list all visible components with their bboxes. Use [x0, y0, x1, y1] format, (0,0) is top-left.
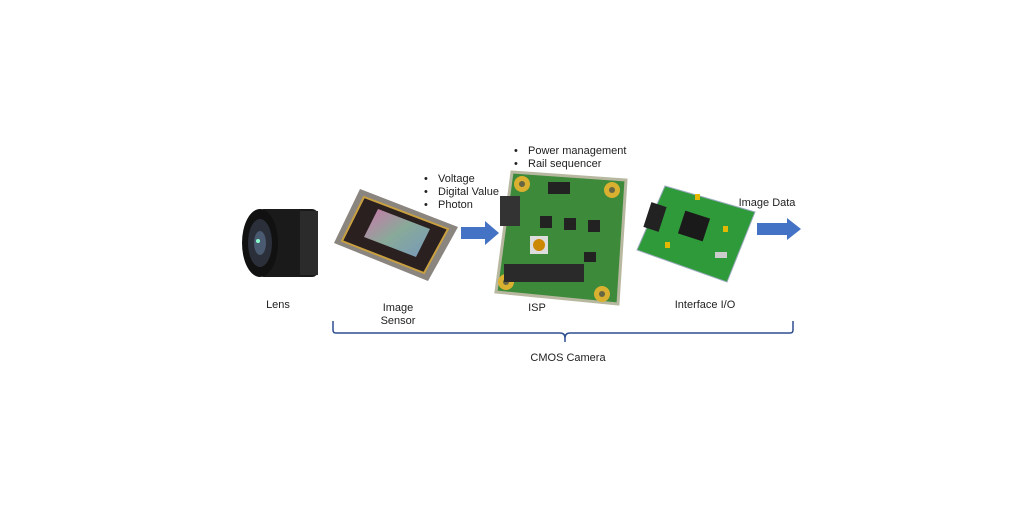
- isp-board-image: [494, 170, 628, 306]
- isp-feature-item: Rail sequencer: [514, 158, 626, 171]
- isp-feature-item: Power management: [514, 145, 626, 158]
- interface-board-image: [636, 185, 756, 283]
- image-sensor-label-line2: Sensor: [380, 315, 416, 327]
- sensor-output-item: Voltage: [424, 173, 499, 186]
- sensor-output-item: Photon: [424, 199, 499, 212]
- isp-label: ISP: [528, 302, 546, 314]
- arrow-right-icon: [757, 218, 801, 240]
- image-sensor-image: [334, 189, 458, 281]
- image-sensor-label-line1: Image: [382, 302, 414, 314]
- lens-image: [242, 209, 318, 277]
- image-data-label: Image Data: [738, 197, 796, 209]
- cmos-camera-label: CMOS Camera: [530, 352, 606, 364]
- isp-features-list: Power management Rail sequencer: [514, 145, 626, 171]
- cmos-camera-bracket: [332, 321, 794, 342]
- image-sensor-label: Image Sensor: [370, 302, 426, 328]
- interface-io-label: Interface I/O: [674, 299, 736, 311]
- lens-label: Lens: [266, 299, 290, 311]
- sensor-outputs-list: Voltage Digital Value Photon: [424, 173, 499, 212]
- sensor-output-item: Digital Value: [424, 186, 499, 199]
- arrow-right-icon: [461, 221, 499, 245]
